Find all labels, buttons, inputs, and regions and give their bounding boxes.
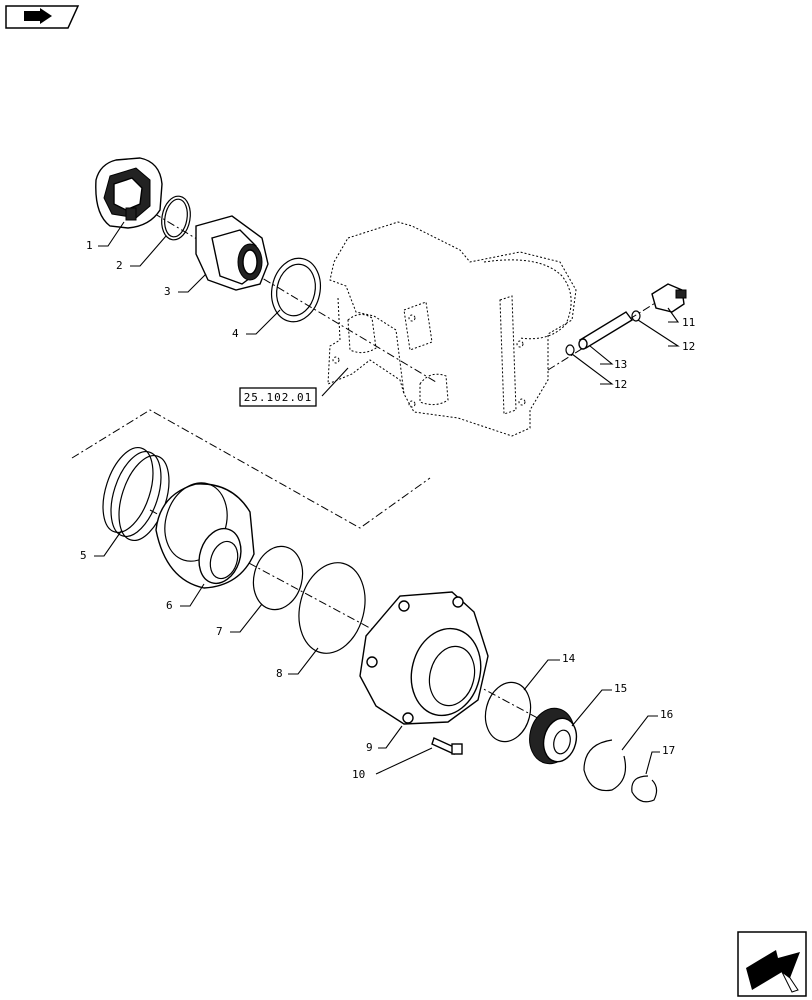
part-16-circlip: [583, 739, 627, 792]
callout-12-a: 12: [682, 340, 695, 353]
part-9-cover-housing: [359, 591, 489, 725]
callout-9: 9: [366, 741, 373, 754]
centerline-lower: [149, 509, 561, 731]
part-7-seal-ring: [252, 545, 304, 611]
callout-12-b: 12: [614, 378, 627, 391]
callout-17: 17: [662, 744, 675, 757]
subassembly-boundary: [71, 409, 431, 529]
callout-5: 5: [80, 549, 87, 562]
callout-1: 1: [86, 239, 93, 252]
part-17-small-circlip: [631, 775, 658, 803]
part-10-bolt: [431, 737, 463, 755]
callout-10: 10: [352, 768, 365, 781]
callout-4: 4: [232, 327, 239, 340]
back-arrow-book-icon[interactable]: [5, 5, 80, 29]
callout-15: 15: [614, 682, 627, 695]
callouts: 1 2 3 4 5 6 7 8 9 10 11 12 12 13 14 15: [80, 221, 695, 781]
part-11-sensor: [651, 283, 687, 313]
part-12-o-ring-b: [565, 344, 575, 356]
centerline-upper: [139, 204, 437, 383]
callout-14: 14: [562, 652, 576, 665]
callout-11: 11: [682, 316, 695, 329]
callout-16: 16: [660, 708, 673, 721]
part-12-o-ring-a: [631, 310, 641, 322]
part-8-o-ring: [298, 562, 366, 654]
callout-13: 13: [614, 358, 627, 371]
housing-reference-outline: [327, 221, 577, 437]
callout-7: 7: [216, 625, 223, 638]
part-4-shim-washer: [270, 257, 322, 323]
part-3-coupling-sleeve: [195, 215, 269, 291]
next-page-arrow-icon[interactable]: [737, 931, 807, 997]
part-6-piston: [155, 482, 255, 589]
reference-box[interactable]: 25.102.01: [239, 387, 317, 407]
reference-box-label: 25.102.01: [244, 391, 313, 404]
part-13-pin: [578, 311, 634, 350]
callout-6: 6: [166, 599, 173, 612]
callout-8: 8: [276, 667, 283, 680]
part-15-splined-gear: [529, 707, 578, 765]
callout-2: 2: [116, 259, 123, 272]
part-14-washer: [484, 681, 532, 743]
part-2-snap-ring: [161, 195, 191, 241]
part-1-clutch-collar: [95, 157, 163, 229]
callout-3: 3: [164, 285, 171, 298]
